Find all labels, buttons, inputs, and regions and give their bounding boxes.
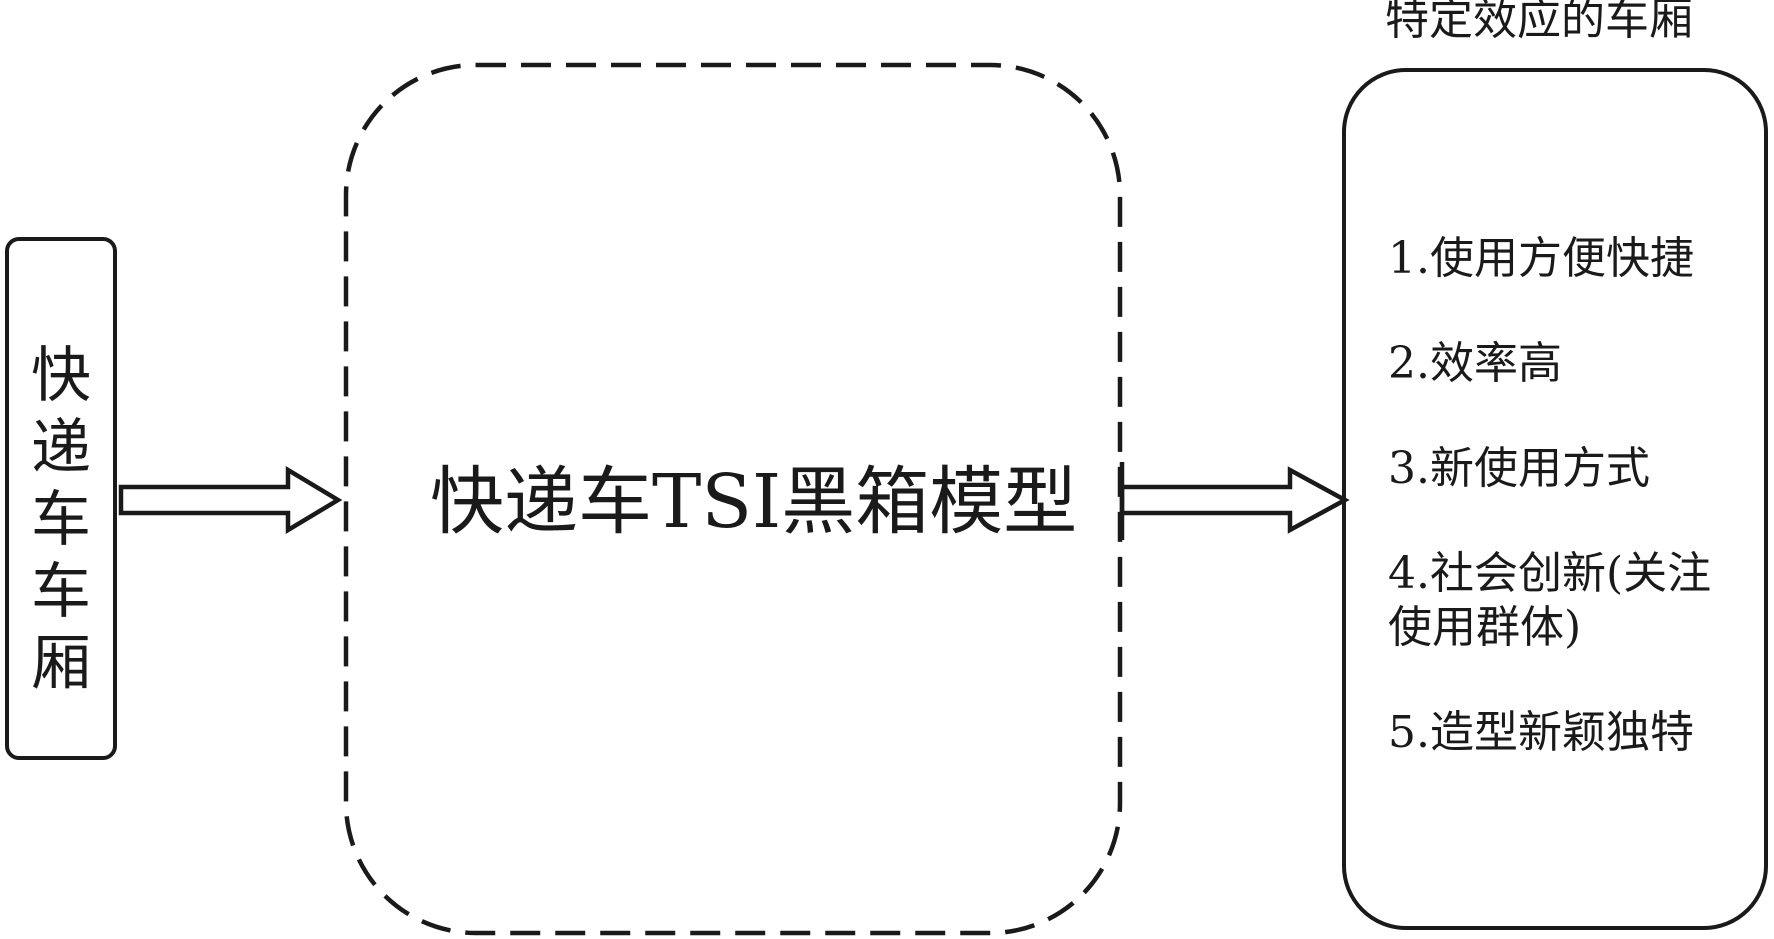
effect-item-3: 3.新使用方式: [1388, 443, 1650, 494]
effect-item-4: 4.社会创新(关注使用群体): [1388, 548, 1712, 653]
black-box-label: 快递车TSI黑箱模型: [430, 459, 1078, 545]
output-arrow: [1119, 466, 1350, 534]
input-arrow: [118, 466, 343, 534]
effect-item-5: 5.造型新颖独特: [1388, 707, 1694, 758]
input-box: [5, 237, 117, 760]
input-box-label: 快递车车厢: [31, 341, 91, 699]
effect-list: 1.使用方便快捷 2.效率高 3.新使用方式 4.社会创新(关注使用群体) 5.…: [1388, 232, 1748, 811]
output-box: [1342, 68, 1768, 930]
effect-item-1: 1.使用方便快捷: [1388, 233, 1694, 284]
effect-item-2: 2.效率高: [1388, 338, 1562, 389]
output-box-title: 特定效应的车厢: [1385, 0, 1693, 45]
